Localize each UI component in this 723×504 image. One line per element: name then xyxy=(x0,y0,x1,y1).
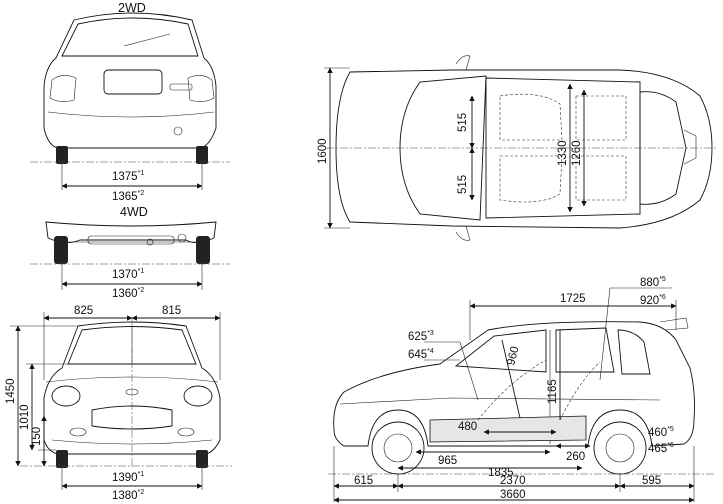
top-seat-rear-label: 515 xyxy=(457,175,469,194)
side-dim-260: 260 xyxy=(566,451,585,463)
front-view: 825 815 1450 1010 150 1390*1 1380*2 xyxy=(5,305,232,502)
rear-4wd-track-2: 1360*2 xyxy=(112,287,144,300)
rear-4wd-track-1: 1370*1 xyxy=(112,268,144,281)
front-sub-height-label: 1010 xyxy=(19,404,31,430)
top-seat-front-label: 515 xyxy=(457,113,469,132)
side-dim-1165: 1165 xyxy=(547,379,559,404)
front-half-left-label: 825 xyxy=(74,305,93,317)
side-front-overhang-label: 615 xyxy=(354,475,373,487)
side-length-label: 3660 xyxy=(500,489,526,501)
rear-2wd-title: 2WD xyxy=(118,1,146,15)
front-track-1: 1390*1 xyxy=(112,471,144,484)
top-view: 1600 515 515 1330 1260 xyxy=(317,55,716,241)
side-dim-1835: 1835 xyxy=(488,467,514,479)
side-dim-625: 625*3 xyxy=(408,330,434,343)
side-dim-880: 880*5 xyxy=(640,276,666,289)
side-rear-overhang-label: 595 xyxy=(642,475,661,487)
side-dim-965: 965 xyxy=(438,455,457,467)
top-cabin-2-label: 1260 xyxy=(571,140,583,166)
side-dim-645: 645*4 xyxy=(408,348,434,361)
side-roof-span-label: 1725 xyxy=(560,293,586,305)
side-car-body xyxy=(333,317,695,475)
rear-4wd-underbody xyxy=(45,221,217,264)
rear-2wd-track-1: 1375*1 xyxy=(112,170,144,183)
front-ground-clearance-label: 150 xyxy=(31,427,43,446)
rear-view-4wd: 4WD 1370*1 1360*2 xyxy=(30,205,230,300)
top-cabin-1-label: 1330 xyxy=(557,140,569,166)
side-wheelbase-label: 2370 xyxy=(500,475,526,487)
front-half-right-label: 815 xyxy=(162,305,181,317)
front-height-label: 1450 xyxy=(5,378,17,404)
front-track-2: 1380*2 xyxy=(112,489,144,502)
rear-view-2wd: 2WD 1375*1 1365*2 xyxy=(30,1,230,203)
rear-4wd-title: 4WD xyxy=(120,205,148,219)
side-view: 1725 880*5 920*6 625*3 645*4 960 1165 48… xyxy=(328,276,716,503)
side-dim-960: 960 xyxy=(505,345,521,367)
side-dim-960-line xyxy=(501,339,521,419)
top-width-label: 1600 xyxy=(317,138,329,164)
rear-2wd-track-2: 1365*2 xyxy=(112,190,144,203)
side-dim-480: 480 xyxy=(458,421,477,433)
side-dim-920: 920*6 xyxy=(640,294,666,307)
side-dim-460: 460*5 xyxy=(648,426,674,439)
side-dim-465: 465*6 xyxy=(648,442,674,455)
rear-2wd-car-body xyxy=(43,12,217,164)
